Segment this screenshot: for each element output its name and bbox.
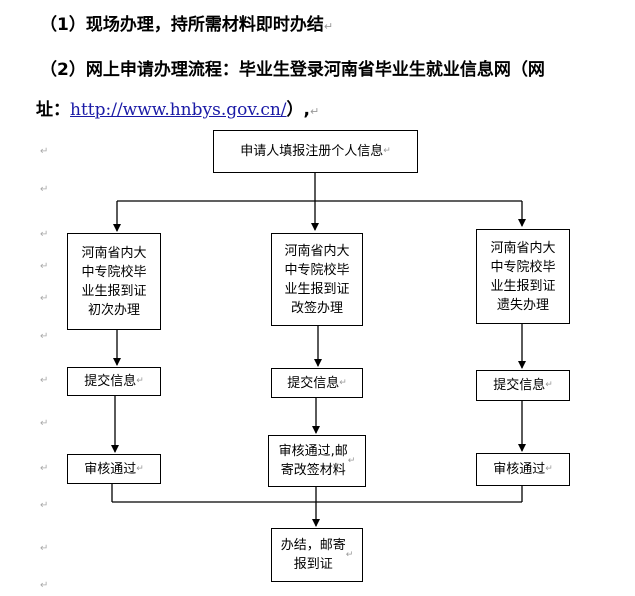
category-label-lost: 河南省内大 中专院校毕 业生报到证 遗失办理: [490, 240, 556, 313]
paragraph-mark: ↵: [383, 146, 391, 156]
paragraph-mark: ↵: [40, 229, 49, 240]
category-label-initial: 河南省内大 中专院校毕 业生报到证 初次办理: [81, 245, 147, 318]
paragraph-mark: ↵: [40, 375, 49, 386]
paragraph-mark: ↵: [345, 549, 354, 560]
paragraph-mark: ↵: [136, 376, 144, 386]
paragraph-mark: ↵: [40, 463, 49, 474]
paragraph-mark: ↵: [40, 543, 49, 554]
step-1-label: （1）现场办理，持所需材料即时办结: [40, 15, 324, 35]
category-box-lost: 河南省内大 中专院校毕 业生报到证 遗失办理: [476, 229, 570, 324]
paragraph-mark: ↵: [40, 293, 49, 304]
paragraph-mark: ↵: [40, 418, 49, 429]
paragraph-mark: ↵: [136, 463, 144, 474]
end-box: 办结，邮寄 报到证↵: [271, 528, 363, 582]
category-box-change: 河南省内大 中专院校毕 业生报到证 改签办理: [271, 233, 363, 326]
submit-box-change: 提交信息↵: [271, 368, 363, 398]
category-label-change: 河南省内大 中专院校毕 业生报到证 改签办理: [284, 243, 350, 316]
submit-label: 提交信息: [287, 375, 340, 391]
start-label: 申请人填报注册个人信息: [240, 144, 384, 159]
website-link[interactable]: http://www.hnbys.gov.cn/: [70, 100, 287, 120]
paragraph-mark: ↵: [545, 380, 553, 390]
paragraph-mark: ↵: [40, 261, 49, 272]
paragraph-mark: ↵: [339, 377, 347, 388]
submit-label: 提交信息: [493, 378, 546, 393]
url-prefix: 址：: [36, 100, 70, 120]
end-label: 办结，邮寄 报到证: [280, 538, 346, 572]
category-box-initial: 河南省内大 中专院校毕 业生报到证 初次办理: [67, 233, 161, 330]
paragraph-mark: ↵: [323, 20, 334, 33]
step-2-label: （2）网上申请办理流程：毕业生登录河南省毕业生就业信息网（网: [40, 60, 545, 80]
step-1-text: （1）现场办理，持所需材料即时办结↵: [40, 10, 333, 35]
review-label-change: 审核通过,邮 寄改签材料: [278, 444, 348, 478]
start-box: 申请人填报注册个人信息↵: [213, 130, 418, 173]
paragraph-mark: ↵: [40, 146, 49, 157]
submit-box-lost: 提交信息↵: [476, 370, 570, 401]
paragraph-mark: ↵: [347, 455, 356, 466]
review-label: 审核通过: [84, 461, 137, 477]
step-2-url-line: 址：http://www.hnbys.gov.cn/）,↵: [36, 95, 319, 120]
review-box-change: 审核通过,邮 寄改签材料↵: [268, 435, 366, 487]
paragraph-mark: ↵: [40, 580, 49, 591]
submit-label: 提交信息: [84, 374, 137, 389]
submit-box-initial: 提交信息↵: [67, 367, 161, 396]
step-2-text: （2）网上申请办理流程：毕业生登录河南省毕业生就业信息网（网: [40, 55, 545, 80]
review-label: 审核通过: [493, 462, 546, 477]
paragraph-mark: ↵: [545, 464, 553, 474]
paragraph-mark: ↵: [40, 500, 49, 511]
url-suffix: ）,: [286, 100, 311, 120]
review-box-initial: 审核通过↵: [67, 454, 161, 484]
paragraph-mark: ↵: [40, 331, 49, 342]
paragraph-mark: ↵: [40, 184, 49, 195]
review-box-lost: 审核通过↵: [476, 453, 570, 486]
paragraph-mark: ↵: [310, 105, 320, 118]
